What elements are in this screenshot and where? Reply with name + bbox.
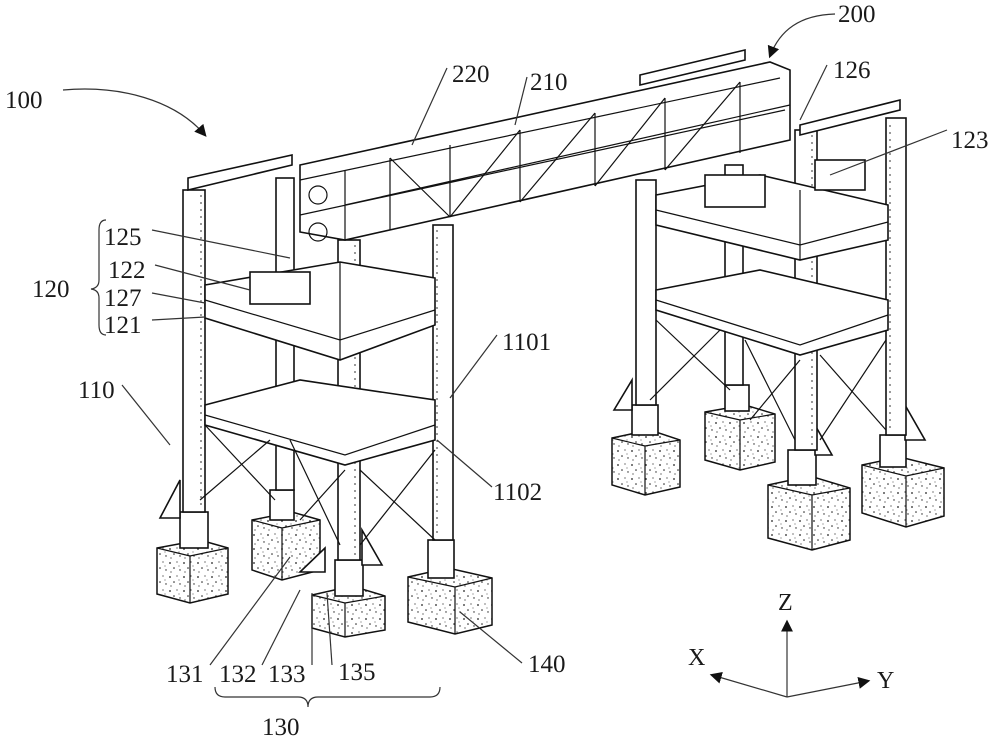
y-axis-arrow [787, 681, 868, 697]
reference-labels: 100 200 220 210 126 123 125 122 127 121 … [5, 1, 989, 741]
top-rail-right [800, 100, 900, 135]
lower-frame-right [656, 270, 888, 355]
label-210: 210 [530, 69, 568, 96]
label-100: 100 [5, 87, 43, 114]
x-axis-arrow [712, 675, 787, 697]
label-130: 130 [262, 714, 300, 741]
label-140: 140 [528, 651, 566, 678]
label-131: 131 [166, 661, 204, 688]
coordinate-axes: Z X Y [688, 590, 894, 697]
label-125: 125 [104, 224, 142, 251]
label-121: 121 [104, 312, 142, 339]
label-200: 200 [838, 1, 876, 28]
x-axis-label: X [688, 645, 705, 671]
z-axis-label: Z [778, 590, 793, 616]
label-132: 132 [219, 661, 257, 688]
label-122: 122 [108, 257, 146, 284]
label-120: 120 [32, 276, 70, 303]
label-135: 135 [338, 659, 376, 686]
label-133: 133 [268, 661, 306, 688]
label-1102: 1102 [493, 479, 542, 506]
label-1101: 1101 [502, 329, 551, 356]
lower-frame-left [205, 380, 435, 465]
label-126: 126 [833, 57, 871, 84]
y-axis-label: Y [877, 668, 894, 694]
upper-platform-left [205, 262, 435, 360]
upper-platform-right [656, 160, 888, 260]
label-220: 220 [452, 61, 490, 88]
label-110: 110 [78, 377, 115, 404]
label-127: 127 [104, 285, 142, 312]
label-123: 123 [951, 127, 989, 154]
